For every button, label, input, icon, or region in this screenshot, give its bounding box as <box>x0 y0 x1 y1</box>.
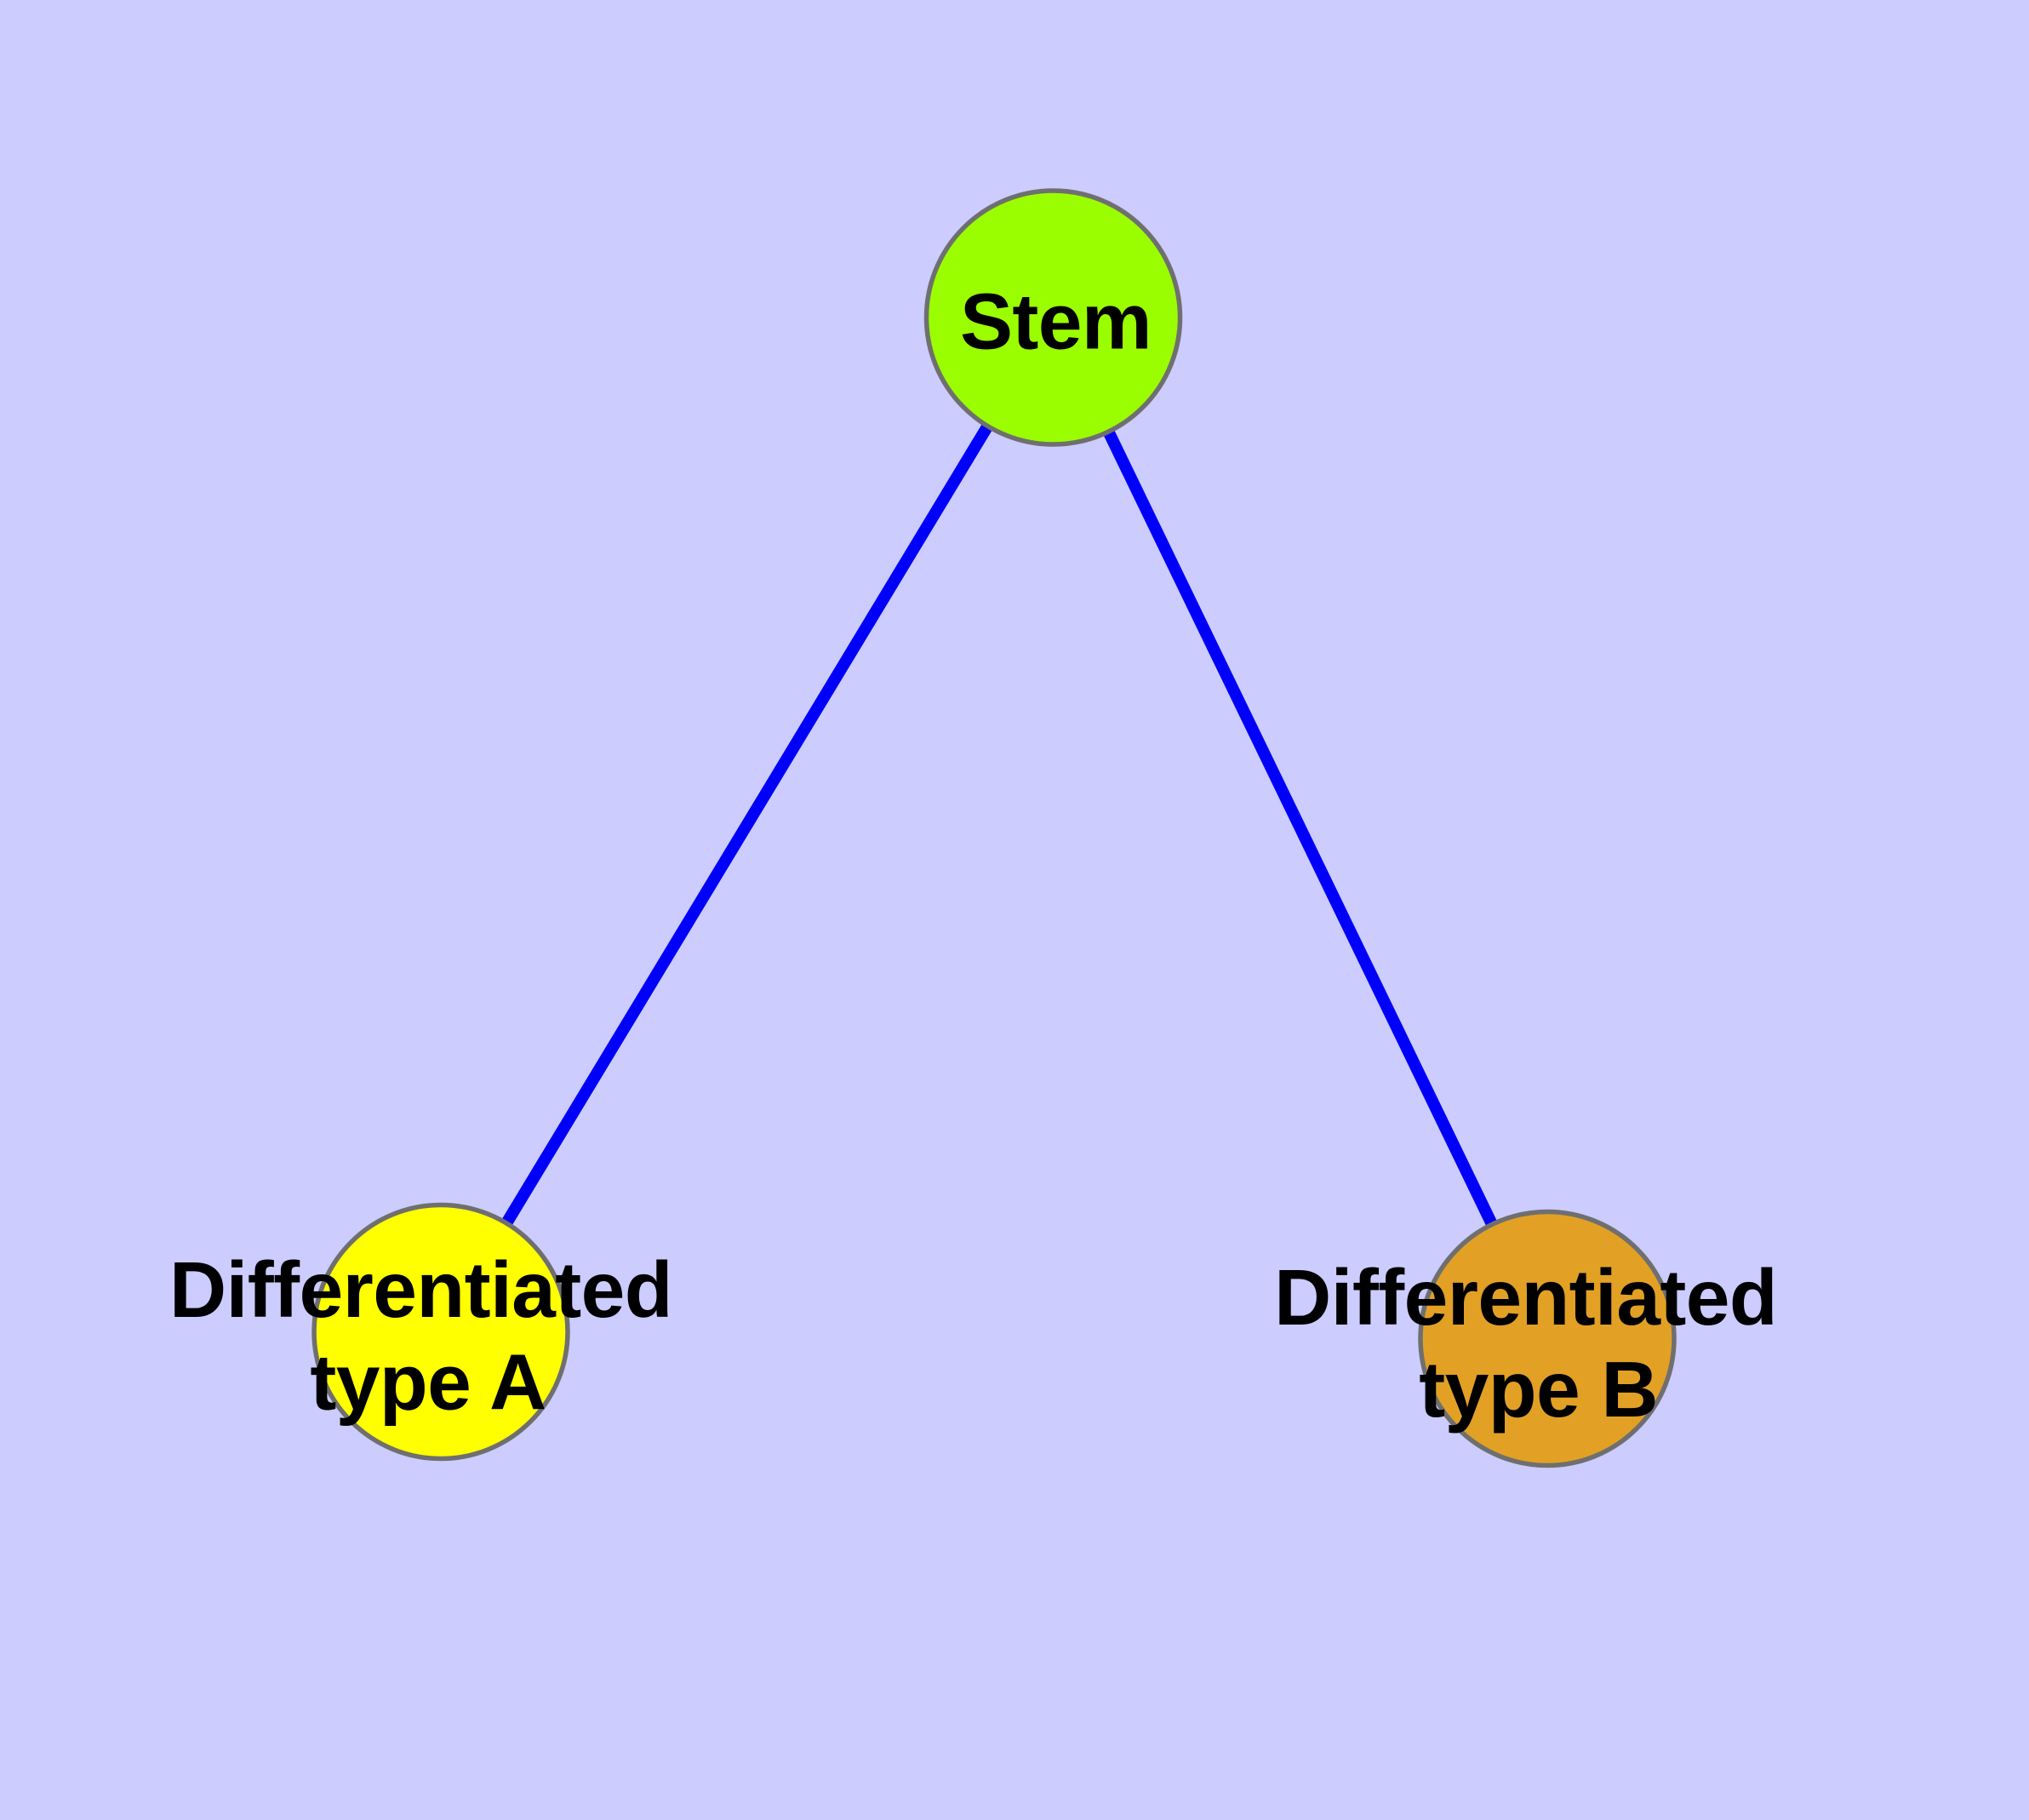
svg-text:Stem: Stem <box>960 278 1152 366</box>
svg-text:type A: type A <box>310 1338 546 1427</box>
svg-text:Differentiated: Differentiated <box>169 1245 672 1334</box>
svg-text:Differentiated: Differentiated <box>1274 1253 1777 1342</box>
svg-text:type B: type B <box>1419 1345 1658 1434</box>
